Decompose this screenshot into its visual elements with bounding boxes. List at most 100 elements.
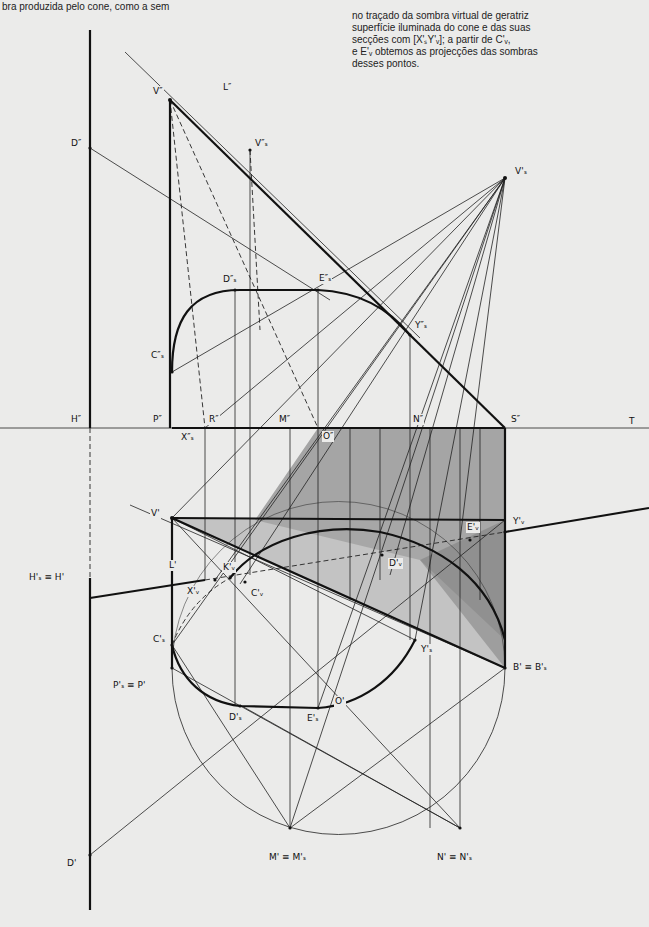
drawing-part — [318, 290, 319, 708]
drawing-part — [88, 98, 507, 857]
point-label: V″ — [152, 86, 164, 97]
drawing-part — [0, 52, 649, 855]
drawing-part — [288, 826, 291, 829]
drawing-part — [170, 516, 174, 520]
drawing-part — [380, 553, 383, 556]
drawing-part — [172, 640, 415, 708]
point-label: C'ᵥ — [250, 588, 265, 599]
point-label: X″ₛ — [180, 432, 195, 443]
point-label: O″ — [322, 431, 334, 442]
drawing-part — [172, 290, 410, 372]
note-text: e E'ᵥ obtemos as projecções das sombras — [352, 46, 538, 58]
drawing-part — [250, 150, 251, 575]
drawing-part — [172, 518, 505, 520]
point-label: D″ — [70, 138, 82, 149]
drawing-part — [460, 428, 461, 828]
drawing-part — [230, 529, 505, 640]
point-label: V″ₛ — [254, 138, 269, 149]
drawing-part — [250, 150, 260, 330]
drawing-part — [390, 178, 505, 575]
drawing-part — [171, 518, 173, 668]
drawing-part — [170, 666, 173, 669]
drawing-part — [170, 100, 318, 428]
drawing-part — [130, 505, 505, 668]
drawing-part — [90, 30, 649, 910]
point-label: H'ₛ ≡ H' — [28, 572, 65, 583]
point-label: T — [628, 416, 636, 427]
drawing-part — [420, 520, 505, 668]
drawing-part — [169, 100, 171, 428]
drawing-part — [458, 826, 461, 829]
drawing-part — [233, 288, 236, 291]
drawing-part — [172, 645, 290, 828]
point-label: E″ₛ — [318, 273, 332, 284]
drawing-part — [238, 704, 241, 707]
drawing-part — [170, 643, 173, 646]
point-label: Y'ₛ — [420, 644, 433, 655]
point-label: D'ᵥ — [388, 558, 403, 569]
drawing-part — [505, 508, 649, 532]
drawing-part — [228, 576, 231, 579]
drawing-part — [89, 578, 91, 910]
drawing-part — [172, 668, 460, 828]
drawing-part — [318, 178, 505, 708]
drawing-part — [413, 638, 416, 641]
drawing-part — [88, 146, 91, 149]
point-label: B' ≡ B'ₛ — [512, 662, 548, 673]
drawing-part — [172, 518, 505, 668]
drawing-part — [410, 335, 411, 640]
drawing-part — [172, 178, 505, 645]
drawing-part — [172, 178, 505, 518]
point-label: C'ₛ — [152, 634, 166, 645]
drawing-part — [172, 518, 460, 828]
point-label: X'ᵥ — [186, 586, 200, 597]
drawing-part — [170, 370, 173, 373]
point-label: P″ — [152, 414, 163, 425]
drawing-part — [88, 853, 91, 856]
drawing-part — [350, 428, 351, 600]
point-label: D'ₛ — [228, 712, 243, 723]
drawing-part — [468, 538, 471, 541]
drawing-part — [316, 288, 319, 291]
drawing-part — [170, 100, 505, 428]
point-label: L' — [168, 560, 178, 571]
drawing-part — [235, 290, 236, 705]
drawing-part — [205, 428, 206, 580]
point-label: E'ᵥ — [466, 522, 480, 533]
point-label: V'ₛ — [514, 166, 528, 177]
drawing-part — [172, 668, 505, 835]
note-text: secções com [X'ₛY'ᵥ]; a partir de C'ᵥ, — [352, 34, 511, 46]
drawing-part — [503, 176, 507, 180]
point-label: L″ — [222, 82, 232, 93]
point-label: R″ — [208, 414, 220, 425]
note-text: superfície iluminada do cone e das suas — [352, 22, 530, 34]
drawing-part — [503, 530, 506, 533]
point-label: D″ₛ — [222, 274, 238, 285]
drawing-part — [90, 148, 330, 300]
drawing-part — [480, 428, 481, 600]
note-text: no traçado da sombra virtual de geratriz — [352, 10, 529, 22]
note-text: bra produzida pelo cone, como a sem — [2, 1, 169, 13]
drawing-part — [316, 706, 319, 709]
point-label: S″ — [510, 414, 521, 425]
drawing-part — [172, 178, 505, 372]
point-label: M' ≡ M'ₛ — [268, 852, 307, 863]
point-label: P'ₛ ≡ P' — [112, 680, 146, 691]
point-label: O' — [334, 696, 346, 707]
drawing-part — [172, 578, 230, 645]
point-label: V' — [150, 508, 161, 519]
point-label: M″ — [278, 414, 291, 425]
drawing-part — [0, 428, 649, 429]
point-label: Y'ᵥ — [512, 516, 526, 527]
drawing-part — [290, 178, 505, 828]
drawing-part — [90, 428, 91, 578]
drawing-part — [503, 666, 506, 669]
drawing-part — [248, 148, 251, 151]
drawing-part — [408, 333, 411, 336]
point-label: D' — [66, 858, 77, 869]
drawing-part — [168, 98, 172, 102]
drawing-part — [430, 428, 431, 828]
point-label: C″ₛ — [150, 350, 165, 361]
